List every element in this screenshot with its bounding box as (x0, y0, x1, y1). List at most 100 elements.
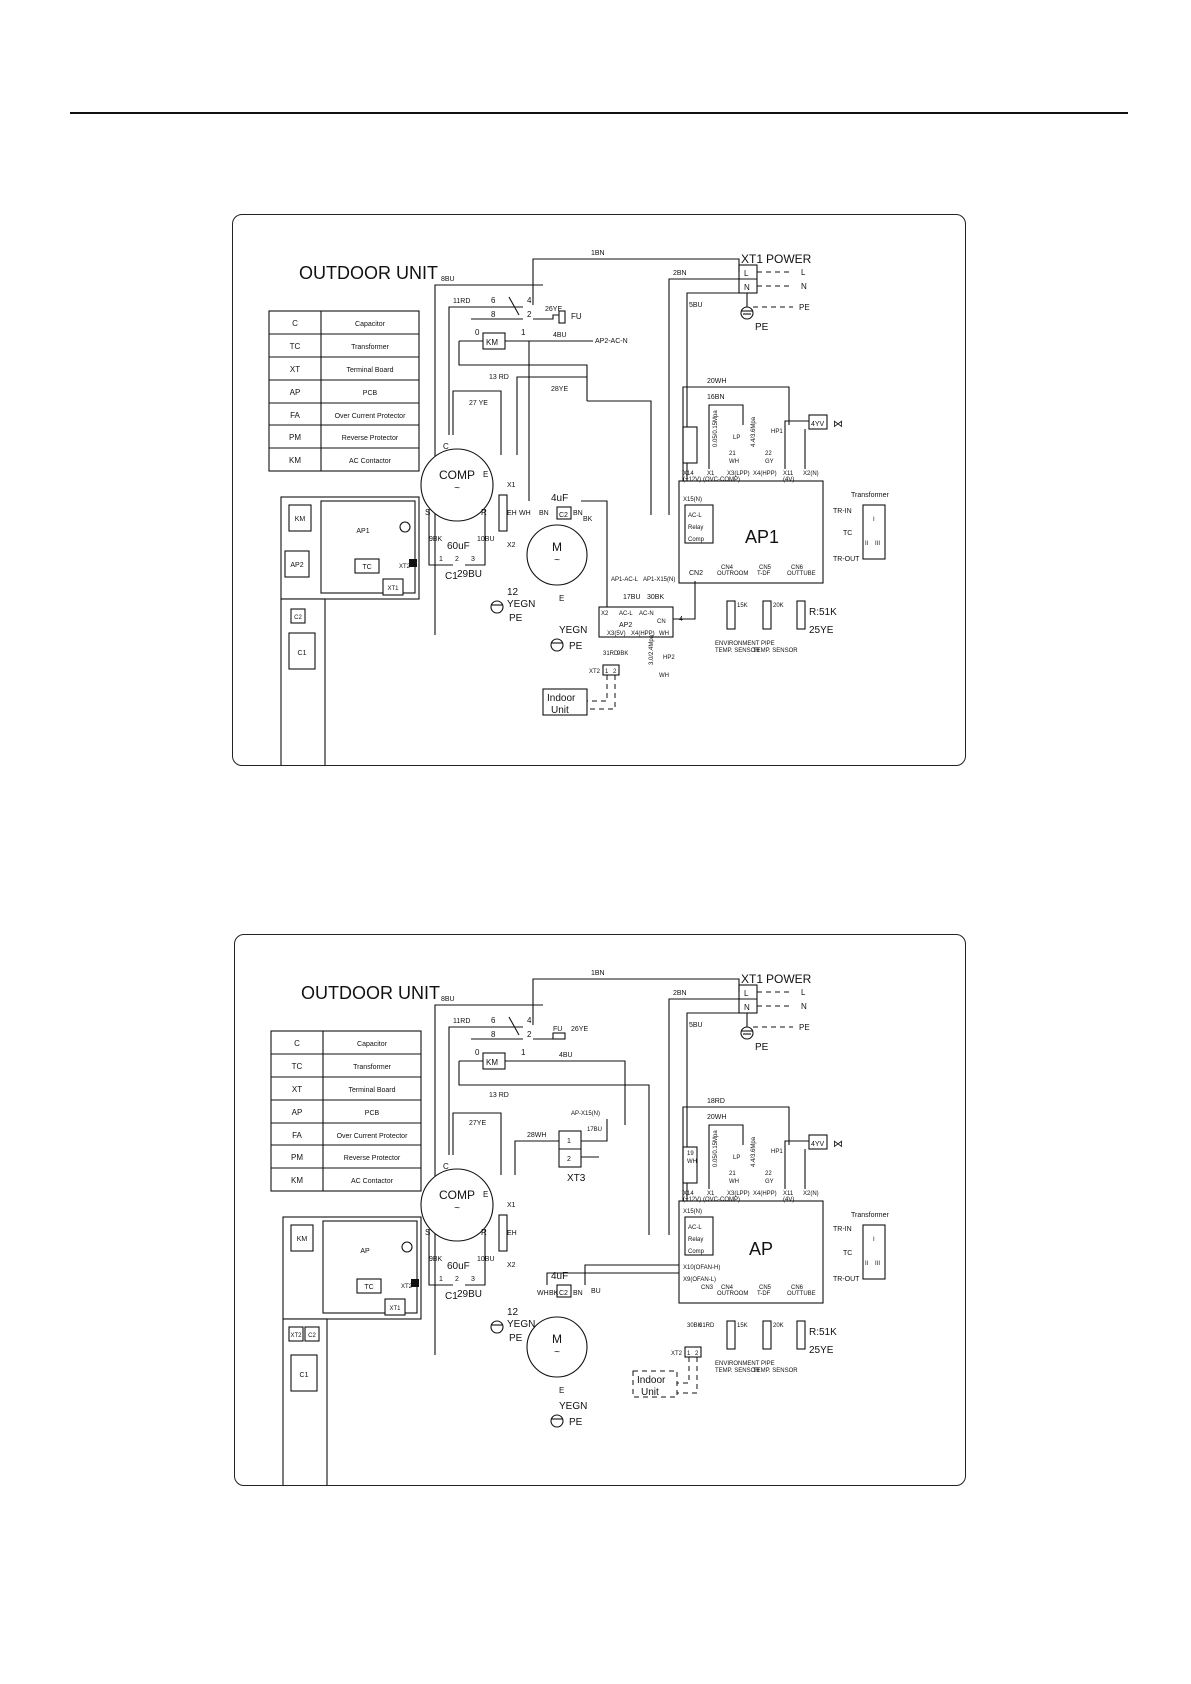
svg-text:OUTTUBE: OUTTUBE (787, 571, 816, 577)
svg-text:BN: BN (573, 510, 583, 517)
svg-text:FU: FU (571, 312, 582, 321)
svg-text:~: ~ (554, 1347, 560, 1358)
svg-text:C: C (443, 442, 449, 451)
svg-text:X15(N): X15(N) (683, 497, 702, 503)
legend-table: C Capacitor TC Transformer XT Terminal B… (268, 310, 420, 472)
svg-text:11RD: 11RD (453, 1018, 470, 1025)
svg-text:TC: TC (362, 564, 371, 571)
svg-text:X1: X1 (507, 482, 516, 489)
svg-text:N: N (801, 282, 807, 291)
legend-code: XT (292, 1085, 302, 1094)
svg-text:X14: X14 (683, 471, 694, 477)
svg-text:12: 12 (507, 587, 519, 598)
svg-text:X14: X14 (683, 1191, 694, 1197)
svg-text:6: 6 (491, 296, 496, 305)
indoor-connection: XT2 1 2 Indoor Unit (632, 1346, 702, 1398)
svg-text:29BU: 29BU (457, 1289, 482, 1300)
svg-text:2: 2 (527, 1030, 532, 1039)
svg-text:CN5: CN5 (759, 565, 772, 571)
legend-code: AP (292, 1108, 303, 1117)
svg-text:1: 1 (605, 669, 609, 675)
svg-text:M: M (552, 540, 562, 554)
svg-text:KM: KM (486, 338, 498, 347)
legend-code: AP (290, 388, 301, 397)
compressor: COMP ~ C S R E 9BK 10BU 60uF 29BU C1 1 2… (420, 442, 495, 582)
svg-text:X11: X11 (783, 471, 794, 477)
wiring-diagram-1: OUTDOOR UNIT C Capacitor TC Transformer … (232, 214, 966, 766)
svg-text:WH: WH (659, 673, 669, 679)
wiring-diagram-1-svg: OUTDOOR UNIT C Capacitor TC Transformer … (268, 250, 890, 765)
legend-desc: AC Contactor (351, 1178, 394, 1185)
legend-desc: Capacitor (357, 1041, 388, 1048)
svg-text:II: II (865, 541, 869, 547)
svg-text:AP-X15(N): AP-X15(N) (571, 1111, 600, 1117)
svg-text:XT1: XT1 (741, 972, 763, 986)
main-wiring: 1BN 2BN 5BU 8BU 11RD 6 8 4 2 FU 26YE KM … (434, 250, 747, 635)
legend-desc: Capacitor (355, 321, 386, 328)
svg-text:1: 1 (439, 556, 443, 563)
svg-text:2: 2 (455, 556, 459, 563)
svg-text:C1: C1 (300, 1372, 309, 1379)
svg-text:BN: BN (573, 1290, 583, 1297)
svg-text:~: ~ (454, 1203, 460, 1214)
svg-text:HP1: HP1 (771, 429, 783, 435)
svg-text:BN: BN (539, 510, 549, 517)
svg-text:AP: AP (749, 1239, 773, 1259)
svg-text:6: 6 (491, 1016, 496, 1025)
svg-text:5BU: 5BU (689, 302, 703, 309)
ground-pe-1: 12 YEGN PE (490, 1307, 535, 1344)
svg-text:21: 21 (729, 451, 736, 457)
svg-text:22: 22 (765, 1171, 772, 1177)
svg-text:T-DF: T-DF (757, 571, 771, 577)
svg-text:XT2: XT2 (399, 564, 411, 570)
svg-text:4YV: 4YV (811, 421, 825, 428)
svg-text:X2: X2 (507, 542, 516, 549)
svg-text:0.05/0.15Mpa: 0.05/0.15Mpa (713, 1130, 719, 1167)
svg-text:GY: GY (765, 459, 774, 465)
svg-text:1: 1 (567, 1138, 571, 1145)
svg-text:X11: X11 (783, 1191, 794, 1197)
svg-text:0: 0 (475, 328, 480, 337)
compressor: COMP ~ C S R E 9BK 10BU 60uF 29BU C1 1 2… (420, 1162, 495, 1302)
legend-code: C (294, 1039, 300, 1048)
svg-text:4YV: 4YV (811, 1141, 825, 1148)
svg-text:27 YE: 27 YE (469, 400, 488, 407)
svg-text:N: N (801, 1002, 807, 1011)
svg-text:XT2: XT2 (290, 1333, 302, 1339)
svg-text:AP1-X15(N): AP1-X15(N) (643, 577, 675, 583)
svg-text:KM: KM (295, 516, 306, 523)
svg-text:XT1: XT1 (387, 586, 399, 592)
svg-text:R: R (481, 508, 487, 517)
svg-text:(OVC-COMP): (OVC-COMP) (703, 477, 740, 483)
svg-text:25YE: 25YE (809, 625, 834, 636)
svg-text:17BU: 17BU (587, 1127, 602, 1133)
legend-code: C (292, 319, 298, 328)
svg-text:AP1: AP1 (356, 528, 369, 535)
svg-text:WH: WH (729, 1179, 739, 1185)
legend-desc: Terminal Board (348, 1087, 395, 1094)
svg-text:~: ~ (454, 483, 460, 494)
svg-text:CN2: CN2 (689, 570, 703, 577)
svg-text:Relay: Relay (688, 1237, 703, 1243)
svg-text:18RD: 18RD (707, 1098, 725, 1105)
svg-text:9BK: 9BK (429, 536, 443, 543)
svg-text:Unit: Unit (641, 1387, 659, 1398)
svg-text:PE: PE (755, 322, 769, 333)
svg-text:X3(LPP): X3(LPP) (727, 471, 750, 477)
svg-text:XT2: XT2 (589, 669, 601, 675)
svg-text:8BU: 8BU (441, 276, 455, 283)
svg-text:TEMP. SENSOR: TEMP. SENSOR (753, 648, 798, 654)
svg-text:E: E (483, 470, 488, 479)
legend-code: PM (289, 433, 301, 442)
svg-text:HP2: HP2 (663, 655, 675, 661)
svg-text:AC-L: AC-L (619, 611, 633, 617)
svg-text:~: ~ (554, 555, 560, 566)
svg-text:PE: PE (569, 641, 583, 652)
svg-text:12: 12 (507, 1307, 519, 1318)
svg-text:(OVC-COMP): (OVC-COMP) (703, 1197, 740, 1203)
svg-text:TC: TC (843, 530, 852, 537)
svg-text:0.05/0.15Mpa: 0.05/0.15Mpa (713, 410, 719, 447)
legend-desc: Terminal Board (346, 367, 393, 374)
legend-code: KM (291, 1176, 303, 1185)
diagram-title: OUTDOOR UNIT (299, 263, 438, 283)
